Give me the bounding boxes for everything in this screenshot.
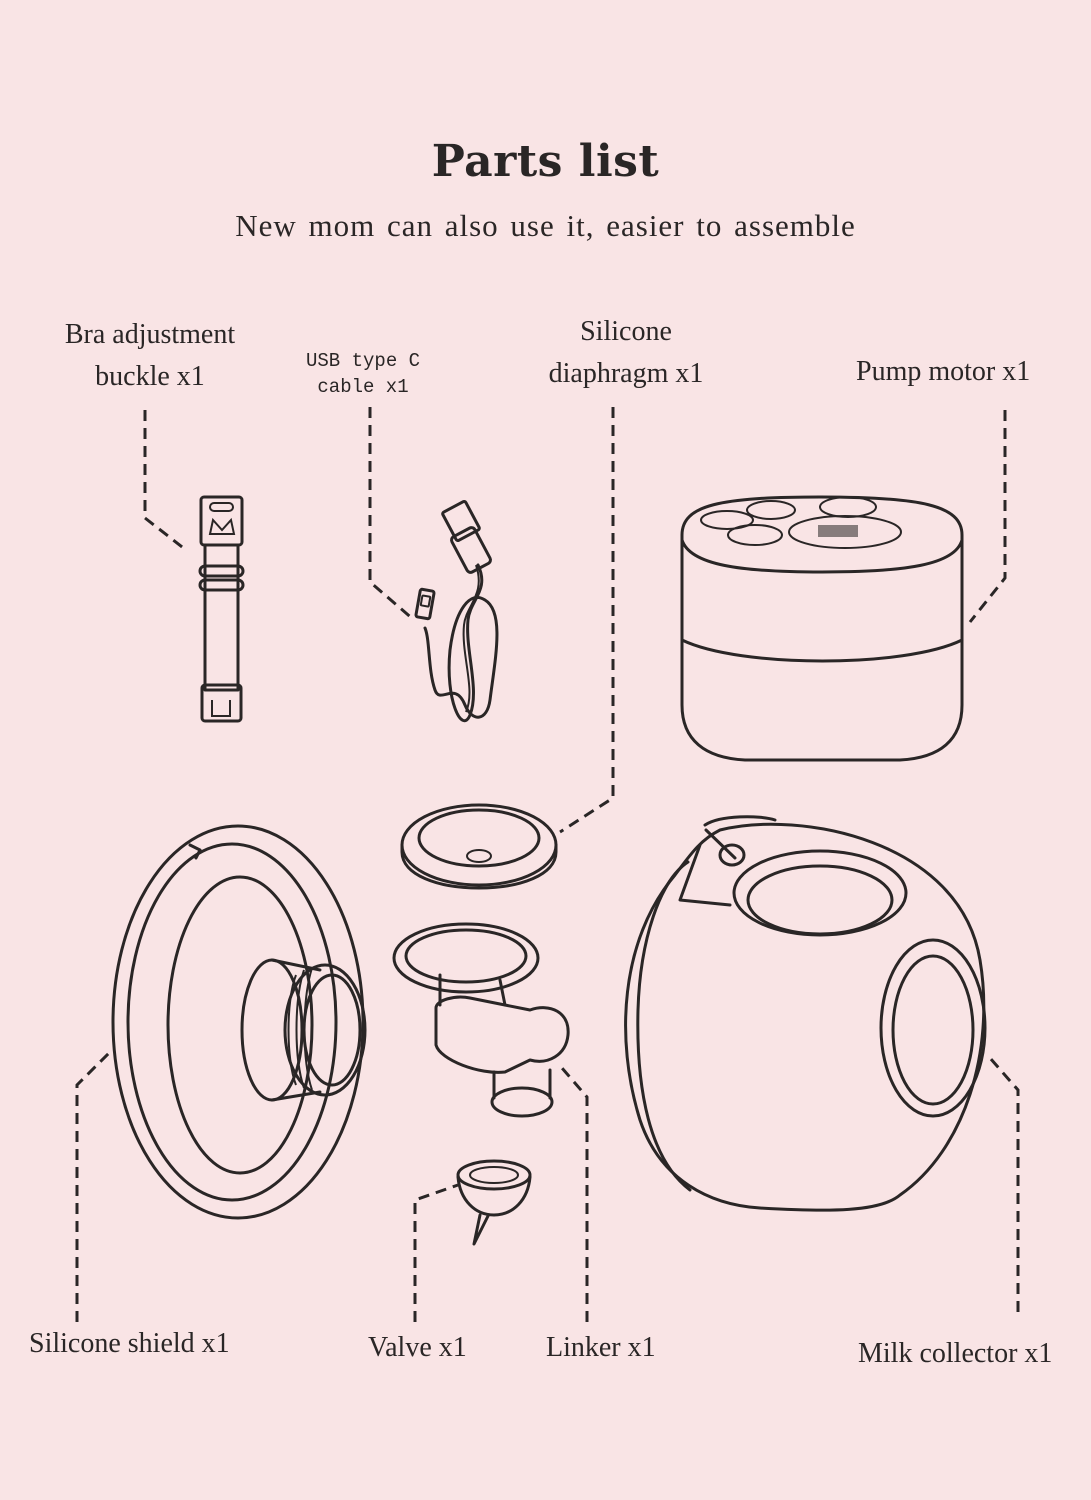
leader-silicone-shield bbox=[75, 1048, 114, 1322]
leader-usb-cable bbox=[368, 407, 415, 622]
label-valve: Valve x1 bbox=[368, 1332, 467, 1363]
label-bra-buckle: Bra adjustment buckle x1 bbox=[64, 319, 236, 392]
valve-drawing bbox=[456, 1159, 532, 1246]
usb-cable-drawing bbox=[414, 499, 499, 723]
leader-milk-collector bbox=[988, 1057, 1020, 1312]
leader-pump-motor bbox=[968, 410, 1007, 623]
pump-motor-drawing bbox=[680, 495, 964, 762]
label-milk-collector: Milk collector x1 bbox=[858, 1338, 1053, 1369]
silicone-shield-drawing bbox=[111, 824, 367, 1220]
page-title: Parts list bbox=[431, 136, 660, 187]
bra-buckle-drawing bbox=[198, 495, 245, 723]
label-linker: Linker x1 bbox=[546, 1332, 656, 1363]
diaphragm-drawing bbox=[400, 803, 558, 890]
linker-drawing bbox=[392, 922, 570, 1118]
leader-linker bbox=[560, 1067, 589, 1322]
label-diaphragm: Silicone diaphragm x1 bbox=[548, 316, 704, 389]
leader-bra-buckle bbox=[143, 410, 187, 552]
leader-diaphragm bbox=[559, 407, 615, 834]
page-subtitle: New mom can also use it, easier to assem… bbox=[235, 208, 856, 243]
label-silicone-shield: Silicone shield x1 bbox=[29, 1328, 230, 1359]
label-usb-cable: USB type C cable x1 bbox=[306, 350, 421, 398]
leader-valve bbox=[413, 1183, 459, 1322]
label-pump-motor: Pump motor x1 bbox=[856, 356, 1031, 387]
milk-collector-drawing bbox=[624, 815, 987, 1212]
leader-lines bbox=[75, 407, 1020, 1322]
